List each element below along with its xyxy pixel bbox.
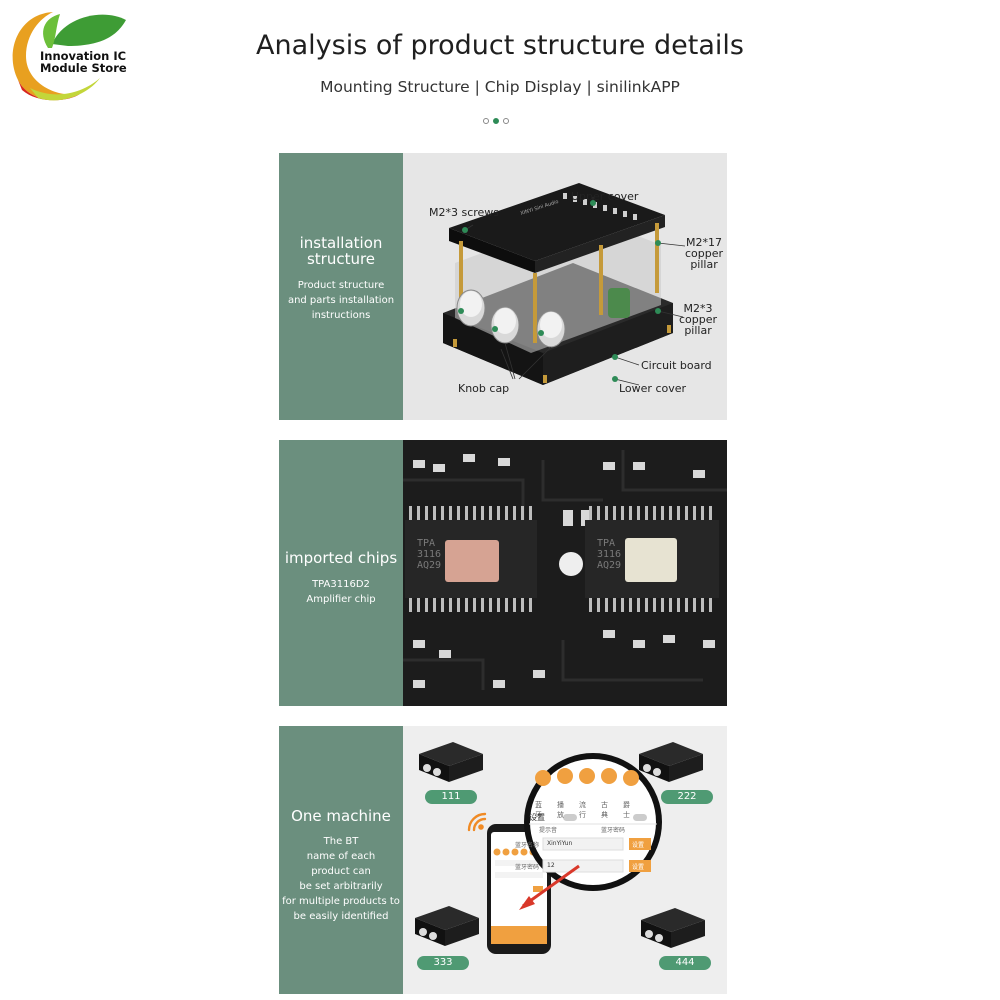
app-bt-password-input[interactable]: 12 xyxy=(547,862,555,869)
carousel-dot-1[interactable] xyxy=(483,118,489,124)
chip-1-marking: TPA 3116 AQ29 xyxy=(417,538,441,571)
one-machine-sidebar: One machine The BT name of each product … xyxy=(279,726,403,994)
callout-m217-line-3: pillar xyxy=(690,258,718,271)
app-set-name-button[interactable]: 设置 xyxy=(632,842,645,849)
app-menu-play[interactable]: 播放 xyxy=(557,801,564,819)
installation-structure-panel: installation structure Product structure… xyxy=(279,153,727,420)
app-row3-label: 蓝牙密码 xyxy=(515,864,540,871)
app-set-password-button[interactable]: 设置 xyxy=(632,864,645,871)
one-machine-desc-line-6: be easily identified xyxy=(293,911,389,922)
callout-m217-line-1: M2*17 xyxy=(686,236,723,249)
callout-lower-cover: Lower cover xyxy=(619,382,687,395)
installation-heading: installation structure xyxy=(279,235,403,267)
chips-desc-line-1: TPA3116D2 xyxy=(312,579,370,590)
app-menu-jazz[interactable]: 爵士 xyxy=(623,801,630,819)
chip-1-marking-line-3: AQ29 xyxy=(417,560,442,571)
store-logo: Innovation IC Module Store xyxy=(8,8,130,102)
callout-circuit-board: Circuit board xyxy=(641,359,712,372)
device-label-111: 111 xyxy=(425,790,477,804)
device-network-illustration xyxy=(415,742,705,954)
callout-knob-cap: Knob cap xyxy=(458,382,510,395)
device-icon xyxy=(419,742,483,782)
one-machine-desc-line-1: The BT xyxy=(323,836,359,847)
one-machine-desc-line-4: be set arbitrarily xyxy=(299,881,383,892)
callout-m23-line-3: pillar xyxy=(684,324,712,337)
callout-m217-pillar: M2*17 copper pillar xyxy=(685,237,723,270)
chip-photo-area: TPA 3116 AQ29 TPA 3116 AQ29 xyxy=(403,440,727,706)
callout-m23-pillar: M2*3 copper pillar xyxy=(679,303,717,336)
installation-desc-line-1: Product structure xyxy=(297,280,385,291)
callout-m23-line-1: M2*3 xyxy=(683,302,713,315)
installation-heading-line-2: structure xyxy=(306,250,376,268)
one-machine-desc-line-5: for multiple products to xyxy=(282,896,400,907)
app-row1-label: 提示音 xyxy=(539,827,558,834)
exploded-view-area: XINYI Sini Audio xyxy=(403,153,727,420)
one-machine-description: The BT name of each product can be set a… xyxy=(281,834,401,924)
app-demo-area: 蓝牙 播放 流行 古典 爵士 设置 提示音 蓝牙密码 蓝牙名称 XinYiYun… xyxy=(403,726,727,994)
installation-sidebar: installation structure Product structure… xyxy=(279,153,403,420)
page-title: Analysis of product structure details xyxy=(256,30,744,61)
chip-2-marking-line-3: AQ29 xyxy=(597,560,622,571)
logo-text: Innovation IC Module Store xyxy=(40,50,140,74)
installation-desc-line-3: instructions xyxy=(311,310,371,321)
carousel-dot-3[interactable] xyxy=(503,118,509,124)
app-row1-label2: 蓝牙密码 xyxy=(601,827,626,834)
chips-heading: imported chips xyxy=(284,549,398,567)
installation-description: Product structure and parts installation… xyxy=(281,278,401,323)
chips-sidebar: imported chips TPA3116D2 Amplifier chip xyxy=(279,440,403,706)
carousel-dot-2[interactable] xyxy=(493,118,499,124)
callout-m23-screws: M2*3 screws xyxy=(429,206,500,219)
chip-1-marking-line-1: TPA xyxy=(417,538,436,549)
callout-upper-cover: Upper cover xyxy=(571,190,639,203)
chips-description: TPA3116D2 Amplifier chip xyxy=(281,577,401,607)
logo-line-2: Module Store xyxy=(40,61,127,75)
page-subtitle: Mounting Structure | Chip Display | sini… xyxy=(320,78,680,96)
app-menu-classical[interactable]: 古典 xyxy=(601,801,608,819)
installation-heading-line-1: installation xyxy=(299,234,383,252)
one-machine-desc-line-3: product can xyxy=(311,866,371,877)
app-section-title: 设置 xyxy=(529,813,545,822)
device-label-222: 222 xyxy=(661,790,713,804)
app-menu-bt[interactable]: 蓝牙 xyxy=(535,801,542,819)
one-machine-panel: One machine The BT name of each product … xyxy=(279,726,727,994)
logo-line-1: Innovation IC xyxy=(40,49,127,63)
device-label-444: 444 xyxy=(659,956,711,970)
chips-desc-line-2: Amplifier chip xyxy=(306,594,376,605)
logo-icon xyxy=(12,12,126,101)
chip-2-marking-line-2: 3116 xyxy=(597,549,622,560)
one-machine-desc-line-2: name of each xyxy=(306,851,376,862)
imported-chips-panel: imported chips TPA3116D2 Amplifier chip xyxy=(279,440,727,706)
app-bt-name-input[interactable]: XinYiYun xyxy=(547,840,573,847)
chip-2-marking-line-1: TPA xyxy=(597,538,616,549)
device-label-333: 333 xyxy=(417,956,469,970)
one-machine-heading: One machine xyxy=(291,807,391,825)
app-row2-label: 蓝牙名称 xyxy=(515,842,540,849)
callout-m23-line-2: copper xyxy=(679,313,718,326)
pcb-chip-illustration xyxy=(403,440,727,706)
carousel-dots xyxy=(483,118,509,124)
amplifier-exploded-illustration: XINYI Sini Audio xyxy=(443,183,686,386)
callout-m217-line-2: copper xyxy=(685,247,724,260)
installation-desc-line-2: and parts installation xyxy=(287,295,395,306)
app-menu-pop[interactable]: 流行 xyxy=(579,801,586,819)
chip-2-marking: TPA 3116 AQ29 xyxy=(597,538,621,571)
chip-1-marking-line-2: 3116 xyxy=(417,549,442,560)
